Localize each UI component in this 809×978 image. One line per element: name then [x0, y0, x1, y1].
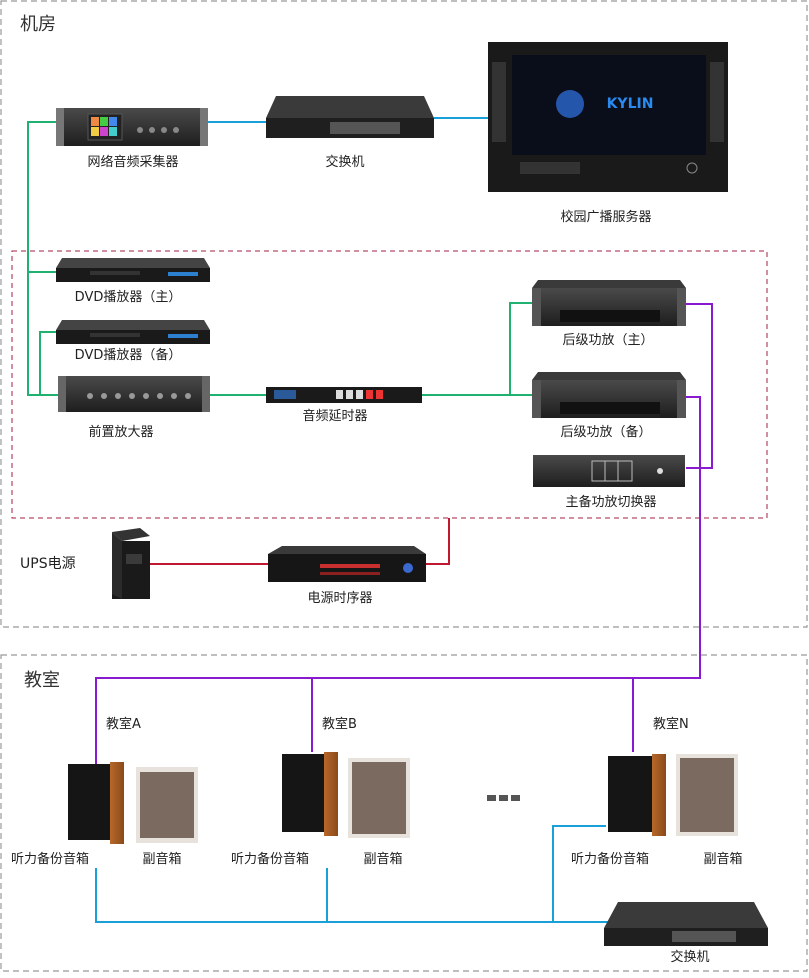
backup-speaker-b-label: 听力备份音箱 [230, 852, 310, 867]
backup-speaker-b[interactable] [282, 752, 338, 836]
dvd-main-device[interactable] [56, 258, 210, 282]
link-dvd-backup [39, 331, 56, 395]
backup-speaker-n-label: 听力备份音箱 [570, 852, 650, 867]
link-amp-backup-switcher [95, 396, 701, 765]
link-sequencer-group [426, 518, 450, 565]
switch-top-label: 交换机 [325, 155, 365, 170]
audio-collector-label: 网络音频采集器 [87, 155, 179, 170]
dvd-backup-device[interactable] [56, 320, 210, 344]
sequencer-device[interactable] [268, 546, 426, 582]
server-logo: KYLIN [607, 96, 654, 112]
dvd-backup-label: DVD播放器（备） [74, 348, 182, 363]
backup-speaker-a-label: 听力备份音箱 [10, 852, 90, 867]
amp-backup-label: 后级功放（备） [560, 425, 652, 440]
preamp-device[interactable] [58, 376, 210, 412]
sub-speaker-b[interactable] [348, 758, 410, 838]
machine-room-title: 机房 [20, 14, 56, 35]
preamp-label: 前置放大器 [88, 425, 154, 440]
delay-label: 音频延时器 [302, 409, 368, 424]
backup-speaker-n[interactable] [608, 754, 666, 836]
amp-switcher-device[interactable] [533, 455, 685, 487]
sub-speaker-n[interactable] [676, 754, 738, 836]
sub-speaker-a-label: 副音箱 [142, 852, 182, 867]
amp-backup-device[interactable] [532, 372, 686, 418]
switch-bottom-label: 交换机 [670, 950, 710, 965]
server-label: 校园广播服务器 [560, 210, 652, 225]
switch-top-device[interactable] [266, 96, 434, 138]
classroom-title: 教室 [24, 670, 60, 691]
audio-collector-device[interactable] [56, 108, 208, 146]
amp-main-label: 后级功放（主） [562, 333, 654, 348]
ups-label: UPS电源 [20, 556, 76, 572]
ups-device[interactable] [112, 528, 150, 599]
amp-main-device[interactable] [532, 280, 686, 326]
dvd-main-label: DVD播放器（主） [74, 290, 182, 305]
classroom-n-name: 教室N [653, 717, 689, 732]
sub-speaker-a[interactable] [136, 767, 198, 843]
machine-room-border [0, 0, 808, 628]
delay-device[interactable] [266, 387, 422, 403]
link-amp-main [509, 302, 532, 395]
switch-bottom-device[interactable] [604, 902, 768, 946]
backup-speaker-a[interactable] [68, 762, 124, 844]
classroom-b-name: 教室B [322, 717, 357, 732]
more-rooms-ellipsis [487, 795, 520, 801]
server-device[interactable]: KYLIN [488, 42, 728, 192]
sequencer-label: 电源时序器 [307, 591, 373, 606]
equipment-group-border [11, 250, 768, 519]
sub-speaker-n-label: 副音箱 [703, 852, 743, 867]
link-speaker-a [95, 868, 608, 923]
link-collector-preamp [27, 121, 58, 396]
amp-switcher-label: 主备功放切换器 [565, 495, 657, 510]
sub-speaker-b-label: 副音箱 [363, 852, 403, 867]
classroom-a-name: 教室A [106, 717, 141, 732]
link-speaker-n [552, 825, 606, 922]
classroom-border [0, 654, 808, 972]
